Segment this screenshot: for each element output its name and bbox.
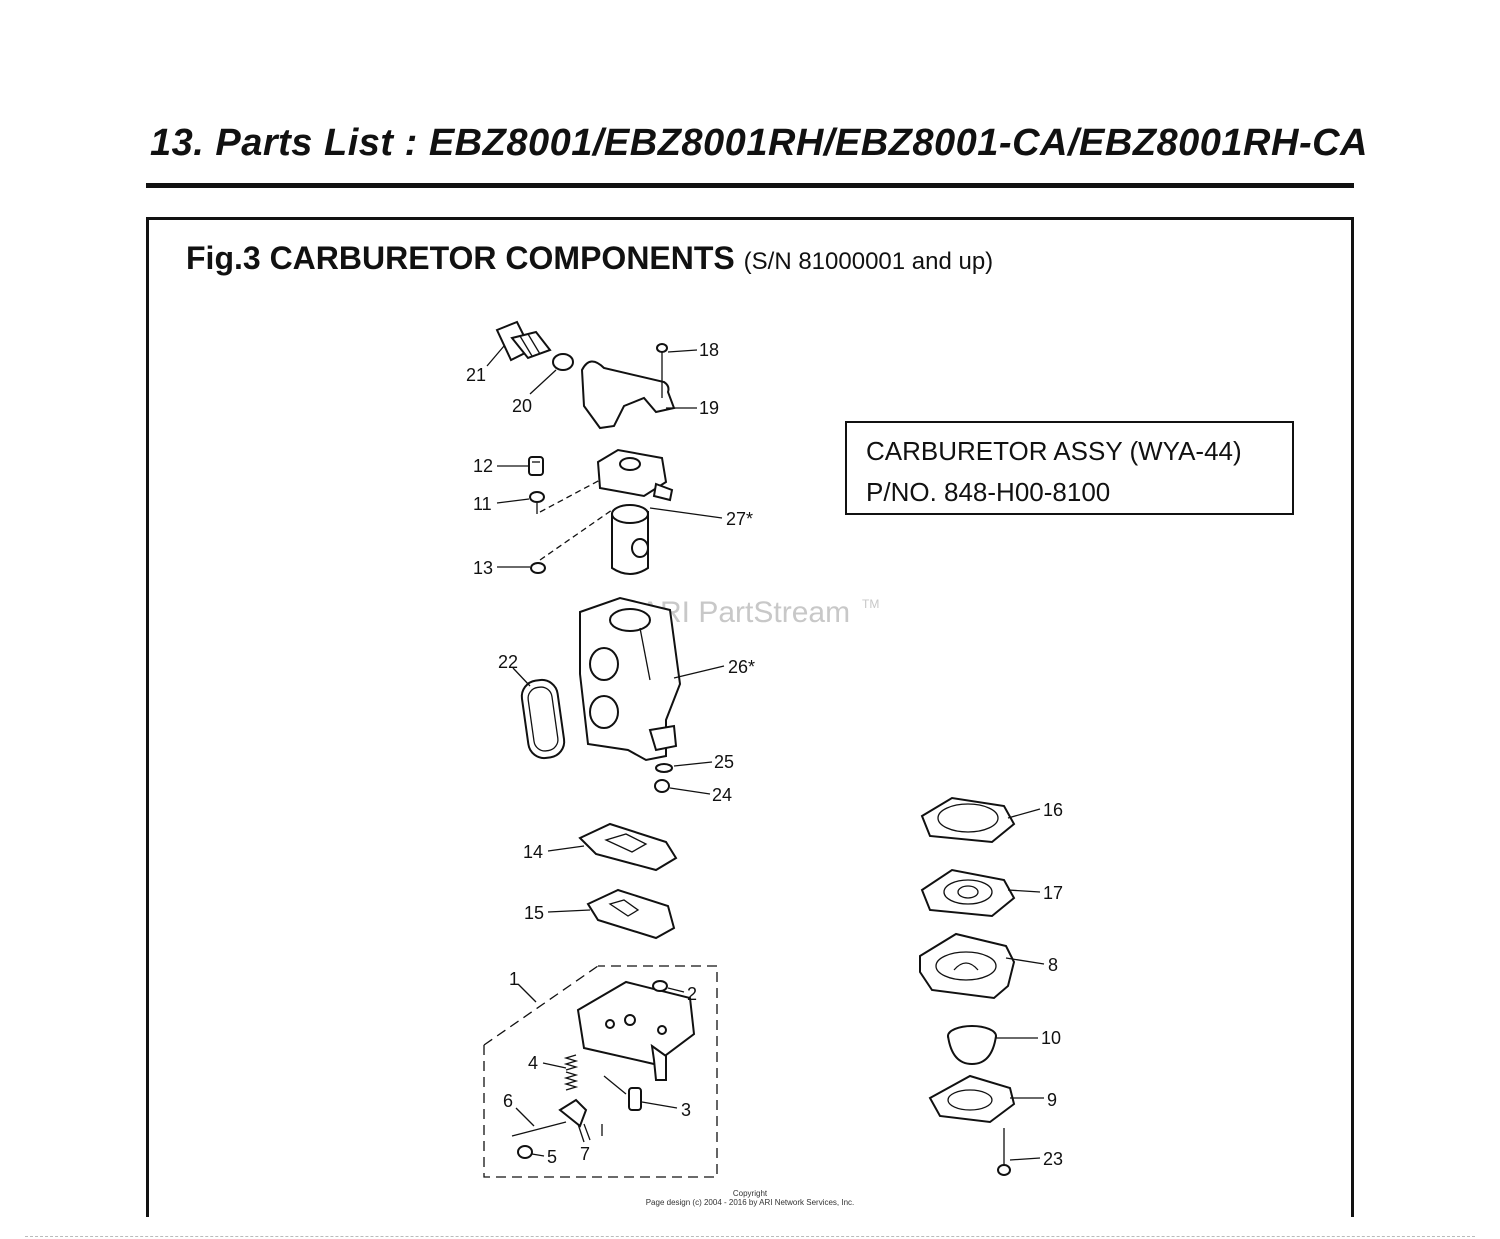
- callout-27: 27*: [726, 509, 753, 529]
- callout-9: 9: [1047, 1090, 1057, 1110]
- title-rule: [146, 183, 1354, 188]
- part-22-oring: [520, 678, 566, 760]
- figure-frame: [146, 217, 1354, 1217]
- figure-heading-main: Fig.3 CARBURETOR COMPONENTS: [186, 240, 735, 276]
- leader-dashed-11: [539, 479, 601, 513]
- part-27-throttle-body: [596, 448, 674, 575]
- part-13-ring: [530, 562, 546, 574]
- callout-1: 1: [509, 969, 519, 989]
- part-6-needle-lever: [511, 1098, 588, 1137]
- part-14-gasket: [578, 822, 678, 872]
- page-design-credit: Page design (c) 2004 - 2016 by ARI Netwo…: [645, 1198, 855, 1207]
- part-24-nut: [654, 779, 670, 793]
- part-3-pin: [628, 1087, 642, 1111]
- callout-21: 21: [466, 365, 486, 385]
- callout-2: 2: [687, 984, 697, 1004]
- callout-7: 7: [580, 1144, 590, 1164]
- assy-name: CARBURETOR ASSY (WYA-44): [866, 436, 1242, 466]
- callout-15: 15: [524, 903, 544, 923]
- callout-8: 8: [1048, 955, 1058, 975]
- part-8-pump-cover: [919, 932, 1016, 1000]
- callout-5: 5: [547, 1147, 557, 1167]
- callout-6: 6: [503, 1091, 513, 1111]
- callout-26: 26*: [728, 657, 755, 677]
- callout-3: 3: [681, 1100, 691, 1120]
- carburetor-assy-box: CARBURETOR ASSY (WYA-44) P/NO. 848-H00-8…: [845, 421, 1294, 515]
- watermark-tm: TM: [862, 597, 879, 611]
- part-21-fitting: [495, 320, 552, 362]
- copyright-label: Copyright: [732, 1189, 768, 1198]
- bottom-rule: [25, 1236, 1475, 1237]
- callout-14: 14: [523, 842, 543, 862]
- callout-22: 22: [498, 652, 518, 672]
- assy-part-number: P/NO. 848-H00-8100: [866, 477, 1111, 507]
- callout-10: 10: [1041, 1028, 1061, 1048]
- part-25-oring-small: [655, 763, 673, 773]
- callout-20: 20: [512, 396, 532, 416]
- leader-lines: [486, 345, 1045, 1161]
- callout-11: 11: [473, 494, 492, 514]
- watermark: ARI PartStream: [640, 596, 850, 629]
- part-11-washer: [529, 491, 545, 503]
- callout-23: 23: [1043, 1149, 1063, 1169]
- callout-13: 13: [473, 558, 493, 578]
- callout-24: 24: [712, 785, 732, 805]
- part-17-diaphragm: [920, 868, 1016, 918]
- callout-18: 18: [699, 340, 719, 360]
- callout-12: 12: [473, 456, 493, 476]
- part-1-subassembly-box: [483, 965, 718, 1178]
- callout-labels: 21 20 18 19 12 11 27* 13 22 26* 25 24 14…: [466, 340, 1063, 1169]
- callout-16: 16: [1043, 800, 1063, 820]
- part-2-screw: [652, 980, 668, 992]
- callout-19: 19: [699, 398, 719, 418]
- part-26-carburetor-body: [579, 596, 682, 762]
- callout-25: 25: [714, 752, 734, 772]
- figure-heading: Fig.3 CARBURETOR COMPONENTS (S/N 8100000…: [186, 240, 993, 277]
- part-4-spring: [563, 1054, 579, 1091]
- part-19-bracket: [580, 360, 676, 430]
- part-16-gasket: [920, 796, 1016, 844]
- part-9-cover: [928, 1074, 1016, 1124]
- page-title: 13. Parts List : EBZ8001/EBZ8001RH/EBZ80…: [150, 122, 1368, 164]
- part-20-nut: [552, 353, 574, 371]
- leader-dashed-13: [539, 509, 613, 561]
- part-10-primer-bulb: [947, 1025, 997, 1066]
- part-5-screw: [517, 1145, 533, 1159]
- part-23-screw: [997, 1128, 1011, 1176]
- part-12-plug: [528, 456, 544, 476]
- part-18-screw: [656, 343, 668, 398]
- part-1-metering-body: [576, 980, 696, 1081]
- callout-17: 17: [1043, 883, 1063, 903]
- figure-serial-note: (S/N 81000001 and up): [743, 248, 994, 275]
- callout-4: 4: [528, 1053, 538, 1073]
- copyright-notice: Copyright Page design (c) 2004 - 2016 by…: [600, 1189, 900, 1207]
